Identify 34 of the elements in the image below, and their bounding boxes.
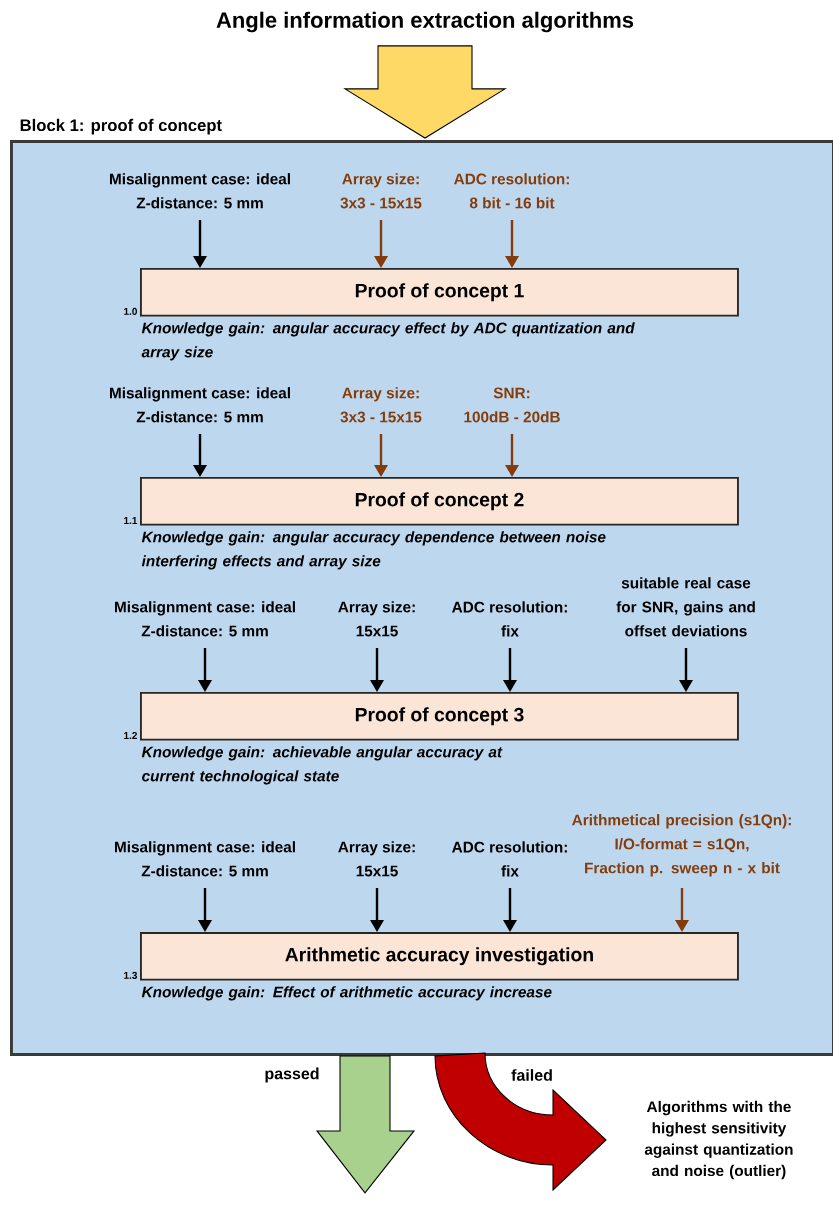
- parameter-label: Misalignment case: ideal Z-distance: 5 mm: [110, 173, 290, 209]
- process-box: Proof of concept 1: [140, 268, 739, 317]
- knowledge-note: Knowledge gain: angular accuracy effect by ADC quantization and array size: [141, 322, 635, 361]
- parameter-label: Misalignment case: ideal Z-distance: 5 mm: [115, 601, 295, 637]
- knowledge-note: Knowledge gain: achievable angular accuracy at current technological state: [141, 746, 503, 785]
- block-arrow: [434, 1052, 607, 1191]
- parameter-label: Array size: 15x15: [338, 841, 415, 877]
- parameter-label: suitable real case for SNR, gains and offset deviations: [616, 577, 755, 637]
- parameter-label: ADC resolution: fix: [452, 841, 567, 877]
- parameter-label: Misalignment case: ideal Z-distance: 5 mm: [110, 387, 290, 423]
- parameter-label: SNR: 100dB - 20dB: [464, 387, 560, 423]
- block-arrow: [343, 45, 507, 139]
- edge-label: failed: [508, 1066, 556, 1084]
- parameter-label: ADC resolution: fix: [452, 601, 567, 637]
- parameter-label: Arithmetical precision (s1Qn): I/O-format = s1Qn, Fraction p. sweep n - x bit: [572, 814, 791, 877]
- parameter-label: Array size: 3x3 - 15x15: [340, 173, 422, 209]
- knowledge-note: Knowledge gain: Effect of arithmetic accuracy increase: [141, 986, 552, 1001]
- edge-label: passed: [261, 1064, 323, 1086]
- knowledge-note: Knowledge gain: angular accuracy dependence between noise interfering effects and array size: [141, 531, 606, 570]
- parameter-label: Array size: 15x15: [338, 601, 415, 637]
- parameter-label: ADC resolution: 8 bit - 16 bit: [454, 173, 569, 209]
- block-heading: Block 1: proof of concept: [20, 118, 222, 135]
- process-box: Proof of concept 3: [140, 692, 739, 741]
- outcome-text: Algorithms with the highest sensitivity against quantization and noise (outlier): [644, 1100, 793, 1180]
- step-number: 1.0: [124, 307, 137, 315]
- process-box: Proof of concept 2: [140, 477, 739, 526]
- parameter-label: Misalignment case: ideal Z-distance: 5 mm: [115, 841, 295, 877]
- parameter-label: Array size: 3x3 - 15x15: [340, 387, 422, 423]
- block-arrow: [315, 1055, 416, 1194]
- process-box: Arithmetic accuracy investigation: [140, 932, 739, 981]
- title: Angle information extraction algorithms: [216, 11, 634, 33]
- step-number: 1.1: [124, 517, 138, 524]
- step-number: 1.3: [124, 971, 138, 979]
- step-number: 1.2: [124, 731, 137, 739]
